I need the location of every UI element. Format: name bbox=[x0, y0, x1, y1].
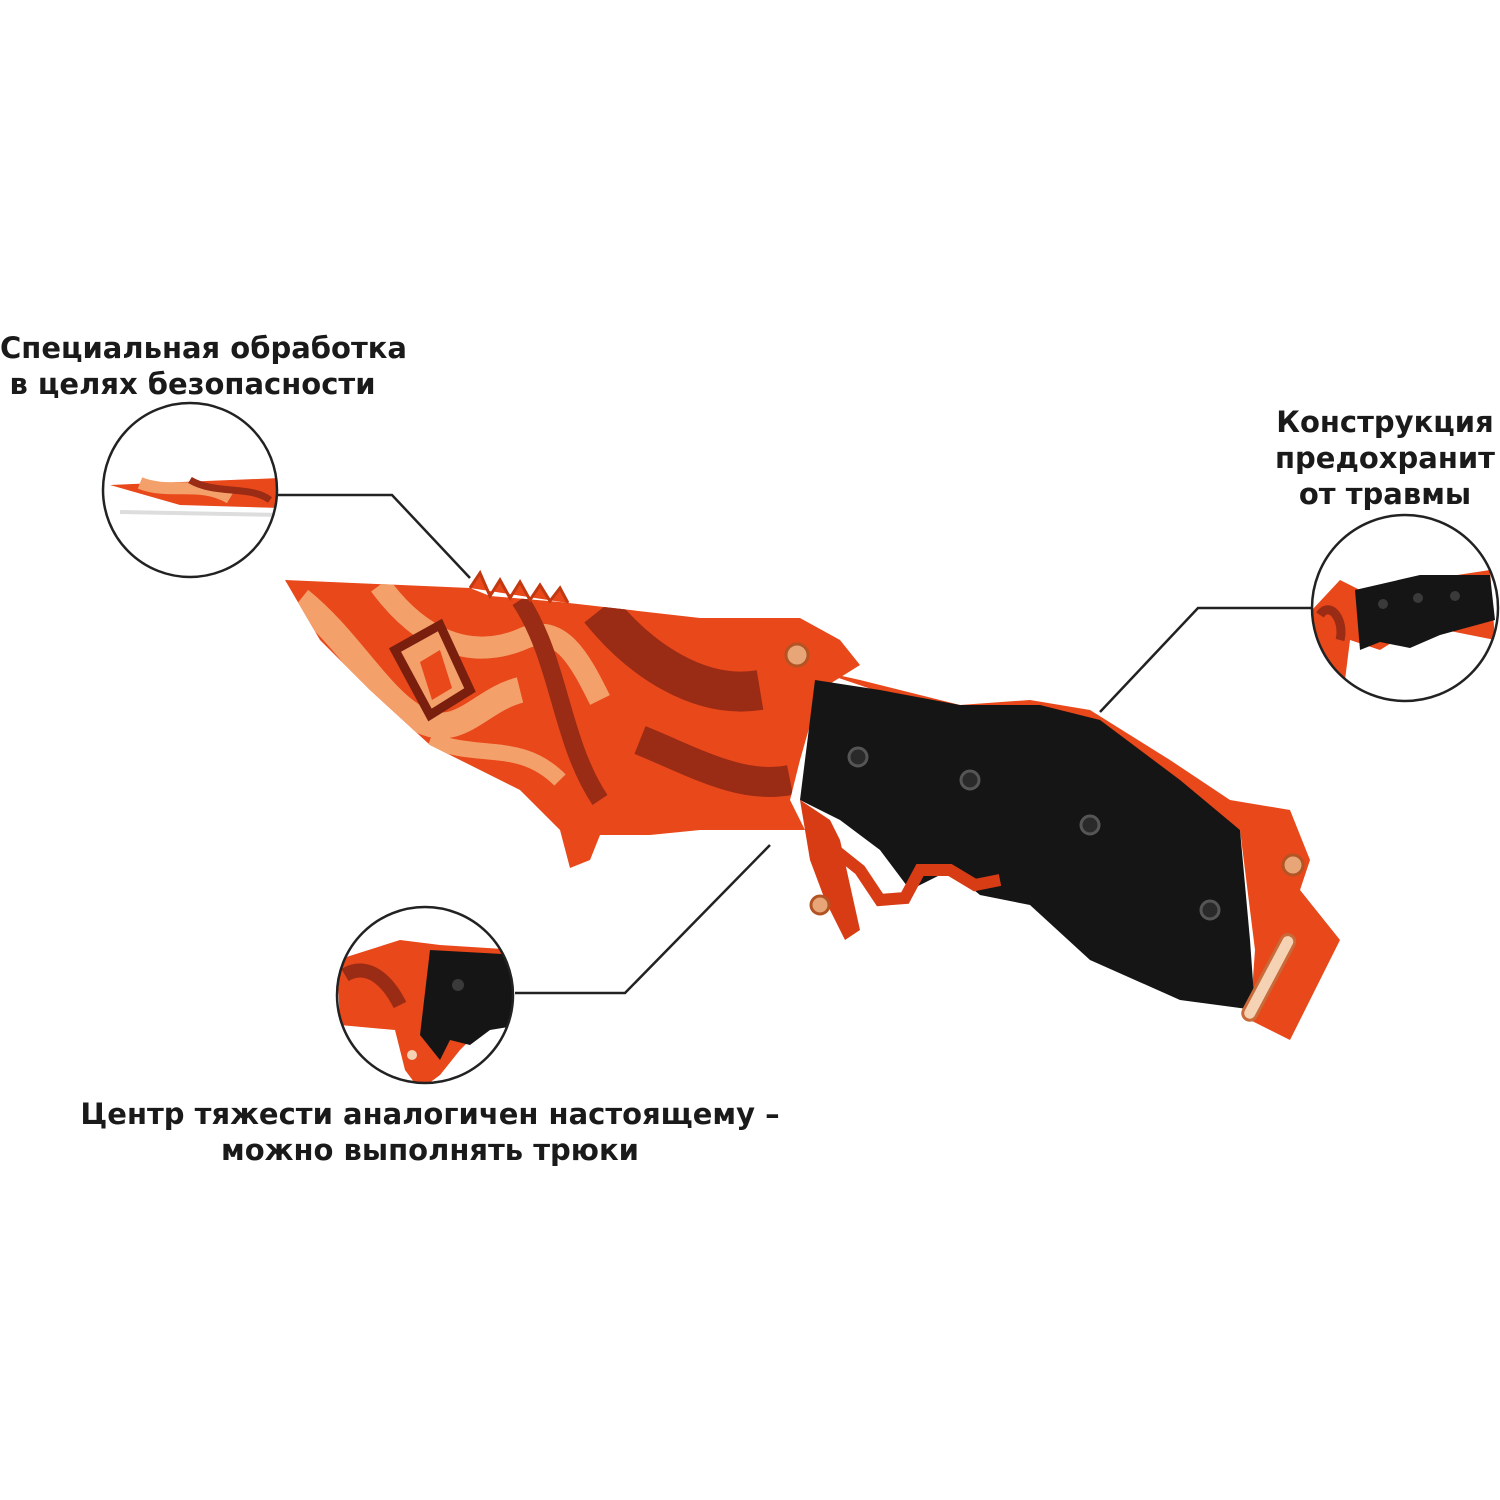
leader-line-safety bbox=[275, 493, 471, 579]
callout-injury-protection-line2: предохранит bbox=[1274, 441, 1495, 475]
callout-injury-protection-line1: Конструкция bbox=[1276, 405, 1494, 439]
zoom-blade-edge bbox=[101, 401, 279, 579]
callout-center-of-gravity-line1: Центр тяжести аналогичен настоящему – bbox=[80, 1097, 780, 1131]
callout-center-of-gravity-line2: можно выполнять трюки bbox=[221, 1133, 639, 1167]
callout-safety-treatment-line1: Специальная обработка bbox=[0, 331, 408, 365]
callout-safety-treatment-line2: в целях безопасности bbox=[9, 367, 376, 401]
callout-safety-treatment: Специальная обработка в целях безопаснос… bbox=[0, 330, 408, 402]
leader-line-gravity bbox=[515, 844, 771, 995]
zoom-grip-guard bbox=[335, 905, 515, 1085]
knife-blade bbox=[285, 569, 860, 940]
callout-injury-protection: Конструкция предохранит от травмы bbox=[1270, 404, 1500, 512]
leader-lines bbox=[275, 493, 1312, 995]
rivet-icon bbox=[784, 642, 810, 668]
leader-line-protection bbox=[1099, 606, 1312, 713]
zoom-handle-guard bbox=[1310, 513, 1500, 703]
knife-handle bbox=[800, 670, 1340, 1040]
callout-center-of-gravity: Центр тяжести аналогичен настоящему – мо… bbox=[80, 1096, 780, 1168]
callout-injury-protection-line3: от травмы bbox=[1298, 477, 1472, 511]
